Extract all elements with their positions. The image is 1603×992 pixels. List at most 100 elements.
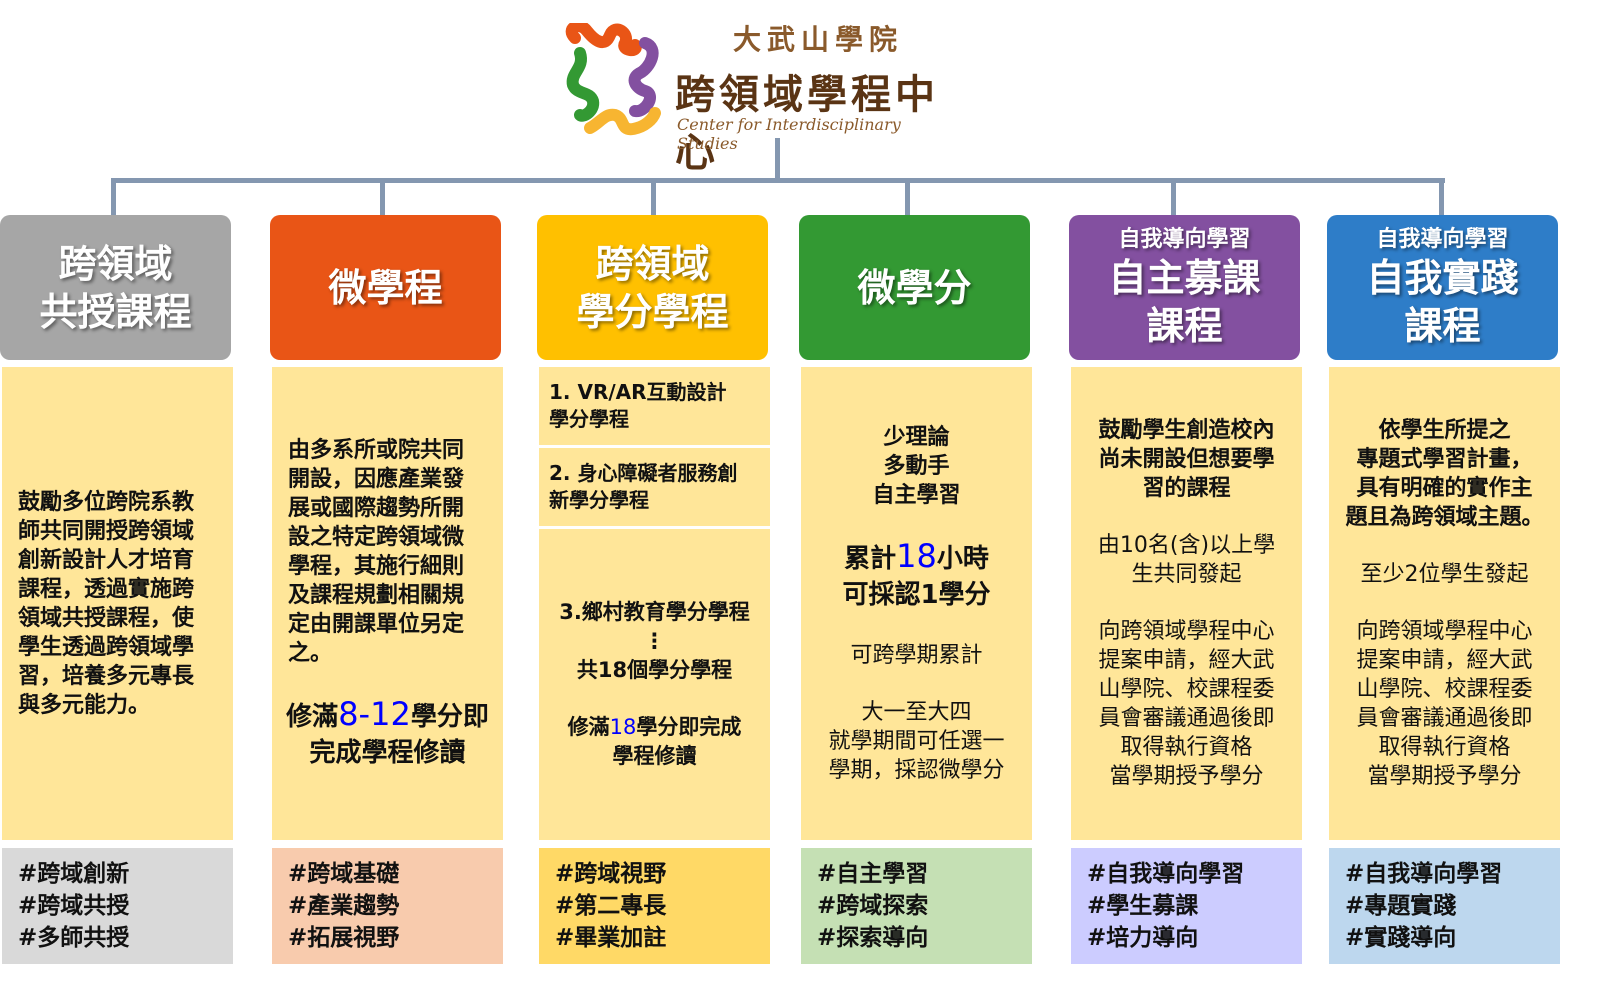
hashtag: #跨域共授	[18, 893, 130, 919]
text-line: 提案申請，經大武	[1098, 648, 1275, 673]
program-tags: #自我導向學習#學生募課#培力導向	[1071, 848, 1302, 964]
program-category: 自我導向學習	[1118, 226, 1251, 252]
text-line: 定由開課單位另定	[288, 612, 465, 637]
text-line: 累計18小時	[844, 536, 989, 575]
text-line: 學期，採認微學分	[828, 757, 1005, 783]
program-category: 自我導向學習	[1376, 226, 1509, 252]
hashtag: #自主學習	[817, 861, 929, 887]
description-paragraph: 鼓勵學生創造校內尚未開設但想要學習的課程	[1071, 416, 1302, 503]
text-line: 由10名(含)以上學	[1097, 533, 1276, 558]
text-line: 取得執行資格	[1378, 735, 1511, 760]
program-title: 自我實踐	[1366, 255, 1519, 300]
text-line: 大一至大四	[861, 699, 972, 725]
description-paragraph: 可跨學期累計	[801, 641, 1032, 670]
description-paragraph: 3.鄉村教育學分學程 ⋮ 共18個學分學程	[539, 598, 770, 685]
hashtag: #跨域視野	[555, 861, 667, 887]
hashtag: #跨域創新	[18, 861, 130, 887]
hashtag: #自我導向學習	[1087, 861, 1245, 887]
program-tags: #跨域創新 #跨域共授 #多師共授	[2, 848, 233, 964]
program-header: 微學程	[270, 215, 501, 360]
text-line: 少理論	[883, 424, 950, 450]
text-line: 學程修讀	[612, 744, 697, 768]
hashtag: #學生募課	[1087, 893, 1199, 919]
description-paragraph: 鼓勵多位跨院系教師共同開授跨領域創新設計人才培育課程，透過實施跨領域共授課程，使…	[2, 488, 233, 720]
text-line: 習的課程	[1142, 476, 1231, 501]
text-line: 山學院、校課程委	[1098, 677, 1275, 702]
text-line: 2. 身心障礙者服務創	[549, 461, 738, 485]
text-line: 之。	[288, 641, 333, 666]
text-line: 1. VR/AR互動設計	[549, 380, 727, 404]
center-name: 跨領域學程中心	[675, 71, 939, 176]
program-header: 自我導向學習自我實踐課程	[1327, 215, 1558, 360]
text-line: 領域共授課程，使	[18, 605, 195, 631]
text-line: 創新設計人才培育	[18, 547, 195, 573]
text-line: 鼓勵學生創造校內	[1098, 418, 1275, 443]
text-line: ⋮	[644, 629, 665, 653]
program-description: 少理論多動手自主學習累計18小時可採認1學分可跨學期累計大一至大四就學期間可任選…	[801, 367, 1032, 840]
text-line: 習，培養多元專長	[18, 663, 195, 689]
center-logo: 大武山學院 跨領域學程中心 Center for Interdisciplina…	[565, 18, 965, 176]
center-english-name: Center for Interdisciplinary Studies	[677, 115, 901, 153]
text-line: 向跨領域學程中心	[1098, 619, 1275, 644]
hashtag: #探索導向	[817, 925, 929, 951]
description-paragraph: 大一至大四就學期間可任選一學期，採認微學分	[801, 698, 1032, 785]
text-line: 具有明確的實作主	[1356, 476, 1533, 501]
text-line: 當學期授予學分	[1367, 764, 1522, 789]
program-list-item: 1. VR/AR互動設計學分學程	[539, 367, 770, 448]
description-paragraph: 由10名(含)以上學生共同發起	[1071, 531, 1302, 589]
connector-trunk	[775, 138, 780, 183]
connector-drop	[111, 180, 116, 217]
text-line: 題且為跨領域主題。	[1345, 505, 1544, 530]
description-paragraph: 由多系所或院共同開設，因應產業發展或國際趨勢所開設之特定跨領域微學程，其施行細則…	[272, 436, 503, 668]
text-line: 及課程規劃相關規	[288, 583, 465, 608]
program-title: 共授課程	[39, 289, 192, 334]
program-header: 跨領域學分學程	[537, 215, 768, 360]
hashtag: #多師共授	[18, 925, 130, 951]
program-tags: #跨域視野#第二專長#畢業加註	[539, 848, 770, 964]
program-title: 微學程	[328, 265, 443, 310]
description-paragraph: 向跨領域學程中心提案申請，經大武山學院、校課程委員會審議通過後即取得執行資格當學…	[1329, 617, 1560, 791]
hashtag: #跨域基礎	[288, 861, 400, 887]
program-title: 學分學程	[576, 289, 729, 334]
text-line: 新學分學程	[549, 488, 649, 512]
program-description: 鼓勵學生創造校內尚未開設但想要學習的課程由10名(含)以上學生共同發起向跨領域學…	[1071, 367, 1302, 840]
school-name: 大武山學院	[733, 23, 904, 56]
hashtag: #自我導向學習	[1345, 861, 1503, 887]
program-summary: 3.鄉村教育學分學程⋮共18個學分學程修滿18學分即完成學程修讀	[539, 529, 770, 840]
program-title: 微學分	[857, 265, 972, 310]
highlight-number: 8-12	[338, 695, 411, 733]
text-line: 學分學程	[549, 407, 629, 431]
program-title: 跨領域	[595, 241, 710, 286]
text-line: 可跨學期累計	[850, 642, 983, 668]
text-line: 專題式學習計畫，	[1356, 447, 1533, 472]
program-description: 鼓勵多位跨院系教師共同開授跨領域創新設計人才培育課程，透過實施跨領域共授課程，使…	[2, 367, 233, 840]
connector-drop	[1439, 180, 1444, 217]
puzzle-logo-icon	[565, 23, 661, 136]
text-line: 可採認1學分	[842, 579, 991, 610]
text-line: 學生透過跨領域學	[18, 634, 195, 660]
hashtag: #實踐導向	[1345, 925, 1457, 951]
program-title: 課程	[1146, 303, 1223, 348]
connector-drop	[651, 180, 656, 217]
text-line: 取得執行資格	[1120, 735, 1253, 760]
text-line: 多動手	[883, 453, 950, 479]
highlight-number: 18	[609, 715, 637, 739]
text-line: 員會審議通過後即	[1098, 706, 1275, 731]
text-line: 3.鄉村教育學分學程	[559, 600, 750, 624]
connector-drop	[380, 180, 385, 217]
program-header: 微學分	[799, 215, 1030, 360]
program-title: 課程	[1404, 303, 1481, 348]
description-paragraph: 修滿8-12學分即完成學程修讀	[272, 696, 503, 771]
program-tags: #自我導向學習#專題實踐#實踐導向	[1329, 848, 1560, 964]
hashtag: #畢業加註	[555, 925, 667, 951]
text-line: 共18個學分學程	[576, 658, 733, 682]
text-line: 員會審議通過後即	[1356, 706, 1533, 731]
text-line: 修滿8-12學分即	[286, 695, 489, 733]
description-paragraph: 少理論多動手自主學習	[801, 423, 1032, 510]
description-paragraph: 依學生所提之專題式學習計畫，具有明確的實作主題且為跨領域主題。	[1329, 416, 1560, 532]
text-line: 至少2位學生發起	[1360, 562, 1529, 587]
program-tags: #自主學習#跨域探索#探索導向	[801, 848, 1032, 964]
hashtag: #產業趨勢	[288, 893, 400, 919]
description-paragraph: 累計18小時可採認1學分	[801, 538, 1032, 613]
text-line: 與多元能力。	[18, 692, 151, 718]
